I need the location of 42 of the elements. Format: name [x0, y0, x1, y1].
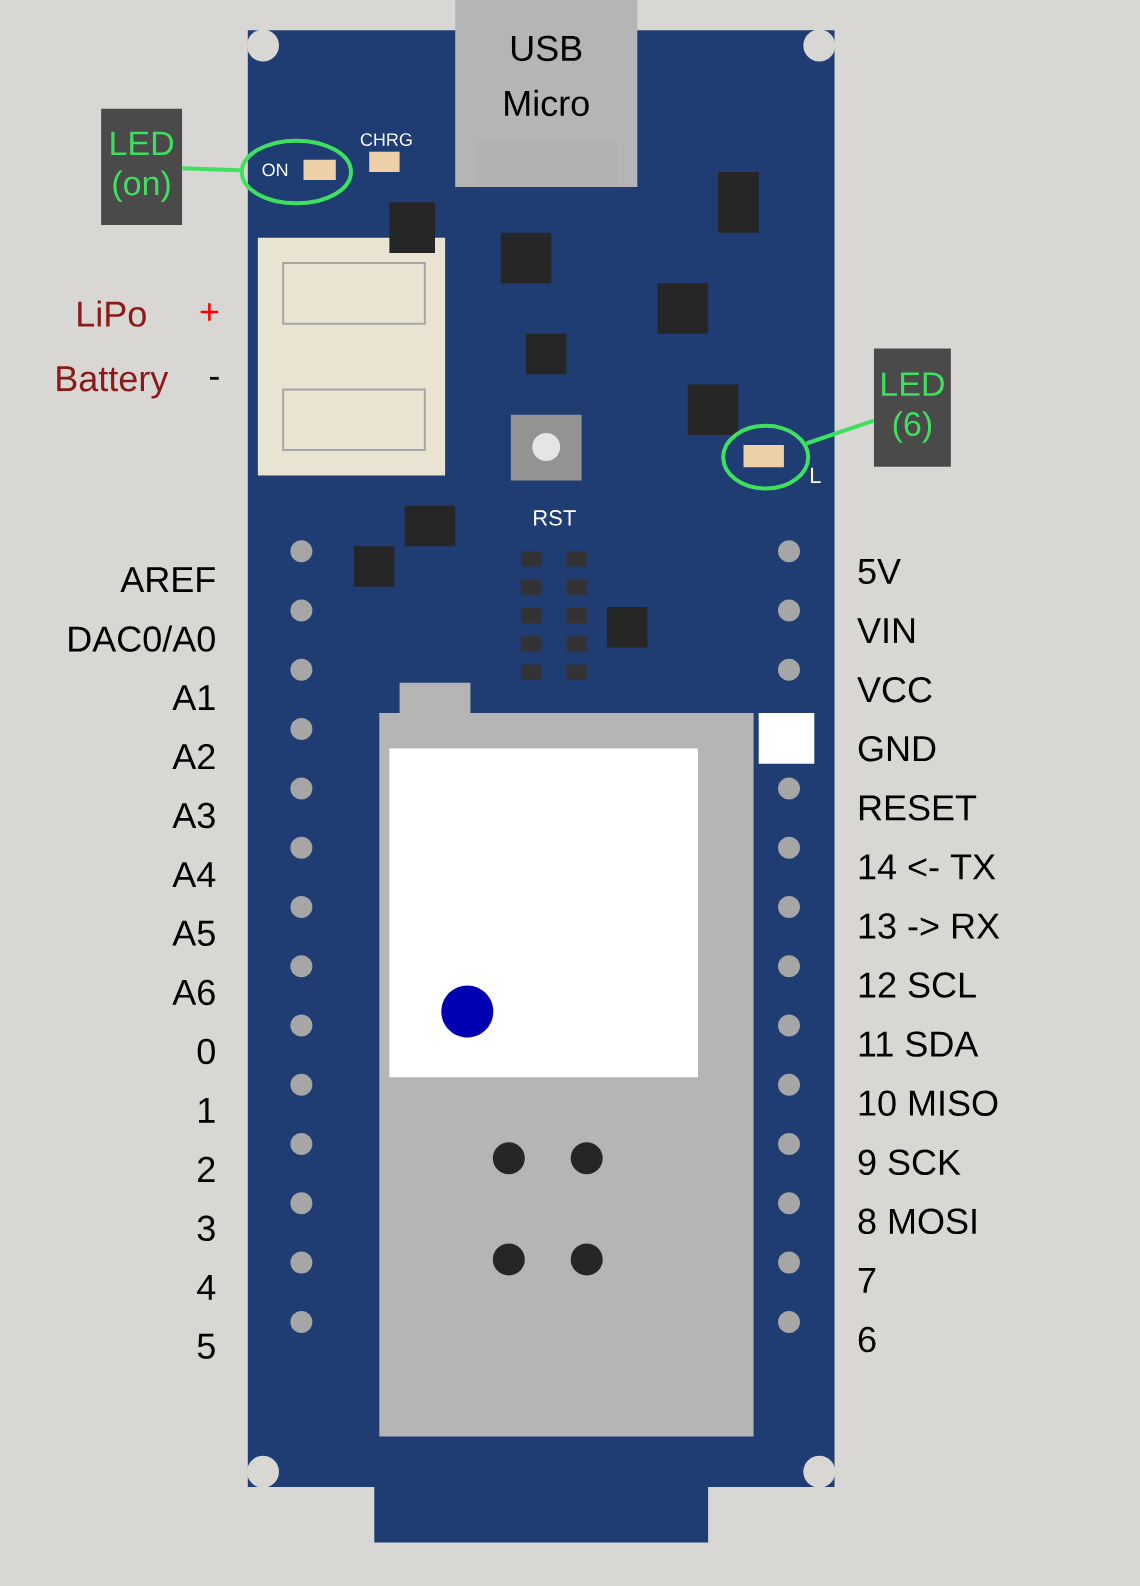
pin-label: 12 SCL [859, 972, 976, 998]
pin-label: 2 [198, 1156, 215, 1182]
callout-box: LED (6) [873, 348, 951, 467]
callout-box: LED (on) [101, 108, 183, 226]
pin-label: 0 [197, 1038, 215, 1065]
pin-label: A6 [172, 979, 215, 1006]
polarity-sign: + [200, 303, 219, 321]
pin-label: 13 -> RX [859, 913, 1000, 939]
pin-label: DAC0/A0 [69, 625, 215, 652]
polarity-sign: - [210, 376, 219, 380]
pin-label: 4 [197, 1274, 216, 1300]
pin-label: 3 [197, 1215, 215, 1242]
silkscreen-label: L [811, 467, 821, 483]
pin-label: AREF [120, 567, 215, 592]
pin-label: 11 SDA [859, 1031, 979, 1057]
pin-label: 6 [858, 1326, 876, 1353]
battery-label: Battery [57, 366, 169, 399]
pin-label: VIN [857, 618, 915, 643]
pin-label: 8 MOSI [858, 1208, 976, 1235]
pin-label: 14 <- TX [859, 854, 996, 880]
leader-line [182, 166, 240, 173]
pin-label: GND [858, 735, 936, 762]
pin-label: 9 SCK [858, 1149, 961, 1176]
pin-label: A5 [172, 920, 215, 946]
silkscreen-label: ON [262, 163, 288, 177]
pin-label: 10 MISO [859, 1090, 998, 1116]
pin-label: VCC [857, 676, 932, 703]
highlight-circle [721, 423, 811, 491]
pin-label: A4 [172, 862, 216, 887]
highlight-circle [239, 138, 353, 206]
battery-label: LiPo [78, 300, 146, 327]
silkscreen-label: CHRG [360, 133, 412, 146]
silkscreen-label: RST [534, 510, 576, 526]
pin-label: 7 [858, 1268, 876, 1293]
pin-label: A2 [172, 743, 215, 770]
pin-label: A3 [172, 802, 215, 829]
pin-label: A1 [172, 685, 215, 710]
pin-label: 1 [199, 1098, 215, 1123]
pin-label: RESET [859, 795, 977, 821]
pin-label: 5V [858, 558, 901, 585]
port-label: USB Micro [505, 35, 589, 117]
pin-label: 5 [197, 1333, 215, 1359]
